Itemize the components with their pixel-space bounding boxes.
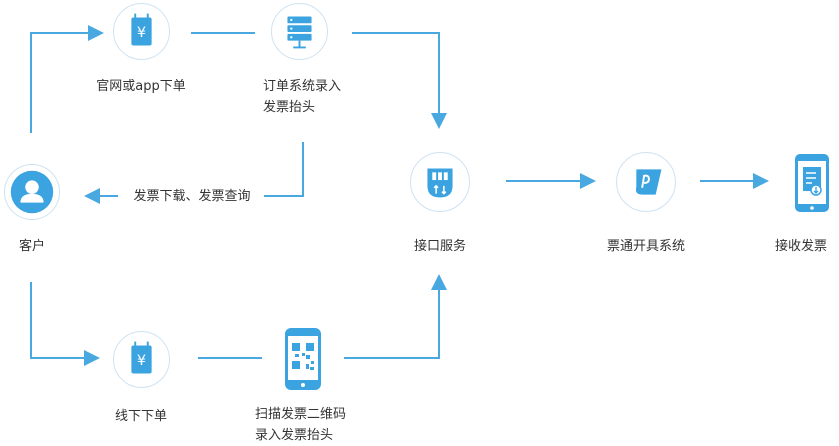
invoice-issuing-icon xyxy=(635,169,662,195)
scan-qr-label: 扫描发票二维码 录入发票抬头 xyxy=(255,404,375,446)
customer-label: 客户 xyxy=(18,239,45,254)
order-system-label-line2: 发票抬头 xyxy=(263,100,316,115)
customer-node xyxy=(4,164,60,220)
user-icon xyxy=(10,170,54,214)
offline-order-label: 线下下单 xyxy=(114,409,167,424)
order-system-node xyxy=(271,3,328,60)
order-system-label: 订单系统录入 发票抬头 xyxy=(263,76,373,118)
yuan-document-icon: ¥ xyxy=(131,341,152,374)
svg-text:¥: ¥ xyxy=(137,25,146,41)
scan-qr-label-line2: 录入发票抬头 xyxy=(255,428,334,443)
edge-scan-to-interface xyxy=(344,274,447,359)
yuan-document-icon: ¥ xyxy=(131,13,152,46)
receive-invoice-label: 接收发票 xyxy=(775,239,828,254)
server-icon xyxy=(287,16,312,49)
interface-service-node xyxy=(410,152,470,212)
phone-invoice-icon xyxy=(795,154,829,212)
phone-qr-icon xyxy=(285,328,321,390)
online-order-node: ¥ xyxy=(113,3,170,60)
receive-invoice-node xyxy=(782,152,839,212)
edge-customer-to-online-order xyxy=(30,25,104,133)
scan-qr-node xyxy=(283,326,323,392)
online-order-label: 官网或app下单 xyxy=(96,79,186,94)
svg-text:¥: ¥ xyxy=(137,353,146,369)
invoice-system-node xyxy=(616,152,676,212)
invoice-system-label: 票通开具系统 xyxy=(606,239,685,254)
edge-order-system-to-customer xyxy=(264,142,304,197)
offline-order-node: ¥ xyxy=(113,331,170,388)
edge-customer-to-offline-order xyxy=(30,282,100,366)
interface-plug-icon xyxy=(427,168,453,198)
edge-order-system-to-interface xyxy=(352,32,447,129)
download-query-label: 发票下载、发票查询 xyxy=(133,189,251,204)
interface-service-label: 接口服务 xyxy=(413,239,466,254)
scan-qr-label-line1: 扫描发票二维码 xyxy=(255,407,347,422)
order-system-label-line1: 订单系统录入 xyxy=(263,79,342,94)
